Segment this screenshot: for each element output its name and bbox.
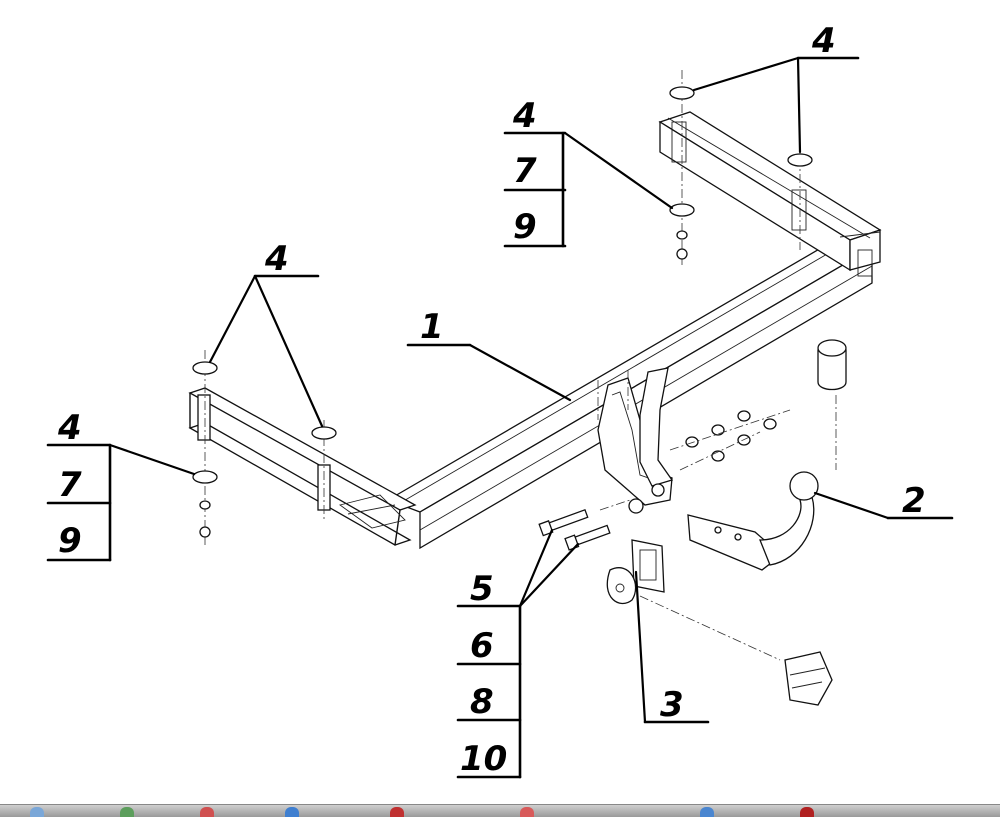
callout-top-right: 4 bbox=[692, 21, 860, 154]
label-1: 1 bbox=[420, 307, 444, 347]
app-icon[interactable] bbox=[30, 807, 44, 817]
label-10: 10 bbox=[460, 739, 507, 779]
callout-top-middle: 4 7 9 bbox=[503, 96, 674, 248]
label-8: 8 bbox=[470, 682, 494, 722]
callout-left-lower: 4 7 9 bbox=[46, 408, 196, 562]
label-9-left-lower: 9 bbox=[58, 521, 82, 561]
label-2: 2 bbox=[902, 481, 926, 521]
callout-left-upper: 4 bbox=[208, 239, 324, 428]
callout-part-2: 2 bbox=[813, 481, 954, 521]
callout-part-1: 1 bbox=[406, 307, 572, 402]
washers-and-nuts bbox=[192, 70, 813, 545]
label-4-top-middle: 4 bbox=[512, 96, 537, 136]
tow-ball bbox=[687, 339, 847, 571]
label-4-left-lower: 4 bbox=[57, 408, 82, 448]
left-side-bracket bbox=[188, 387, 417, 546]
app-icon[interactable] bbox=[200, 807, 214, 817]
bolts bbox=[538, 499, 631, 551]
app-icon[interactable] bbox=[120, 807, 134, 817]
label-5: 5 bbox=[470, 569, 494, 609]
nuts-and-washers bbox=[669, 409, 791, 471]
label-4-top-right: 4 bbox=[811, 21, 836, 61]
label-7-left-lower: 7 bbox=[58, 465, 82, 505]
label-9-top-middle: 9 bbox=[513, 207, 537, 247]
app-icon[interactable] bbox=[285, 807, 299, 817]
label-3: 3 bbox=[660, 685, 684, 725]
app-icon[interactable] bbox=[520, 807, 534, 817]
app-icon[interactable] bbox=[390, 807, 404, 817]
callout-part-3: 3 bbox=[634, 570, 710, 725]
label-7-top-middle: 7 bbox=[513, 151, 537, 191]
callout-bolts: 5 6 8 10 bbox=[456, 528, 580, 779]
right-side-bracket bbox=[658, 111, 882, 277]
app-icon[interactable] bbox=[800, 807, 814, 817]
label-6: 6 bbox=[470, 626, 494, 666]
mounting-plate bbox=[597, 367, 674, 514]
taskbar bbox=[0, 804, 1000, 817]
app-icon[interactable] bbox=[700, 807, 714, 817]
socket-plate bbox=[606, 539, 833, 706]
label-4-left-upper: 4 bbox=[264, 239, 289, 279]
